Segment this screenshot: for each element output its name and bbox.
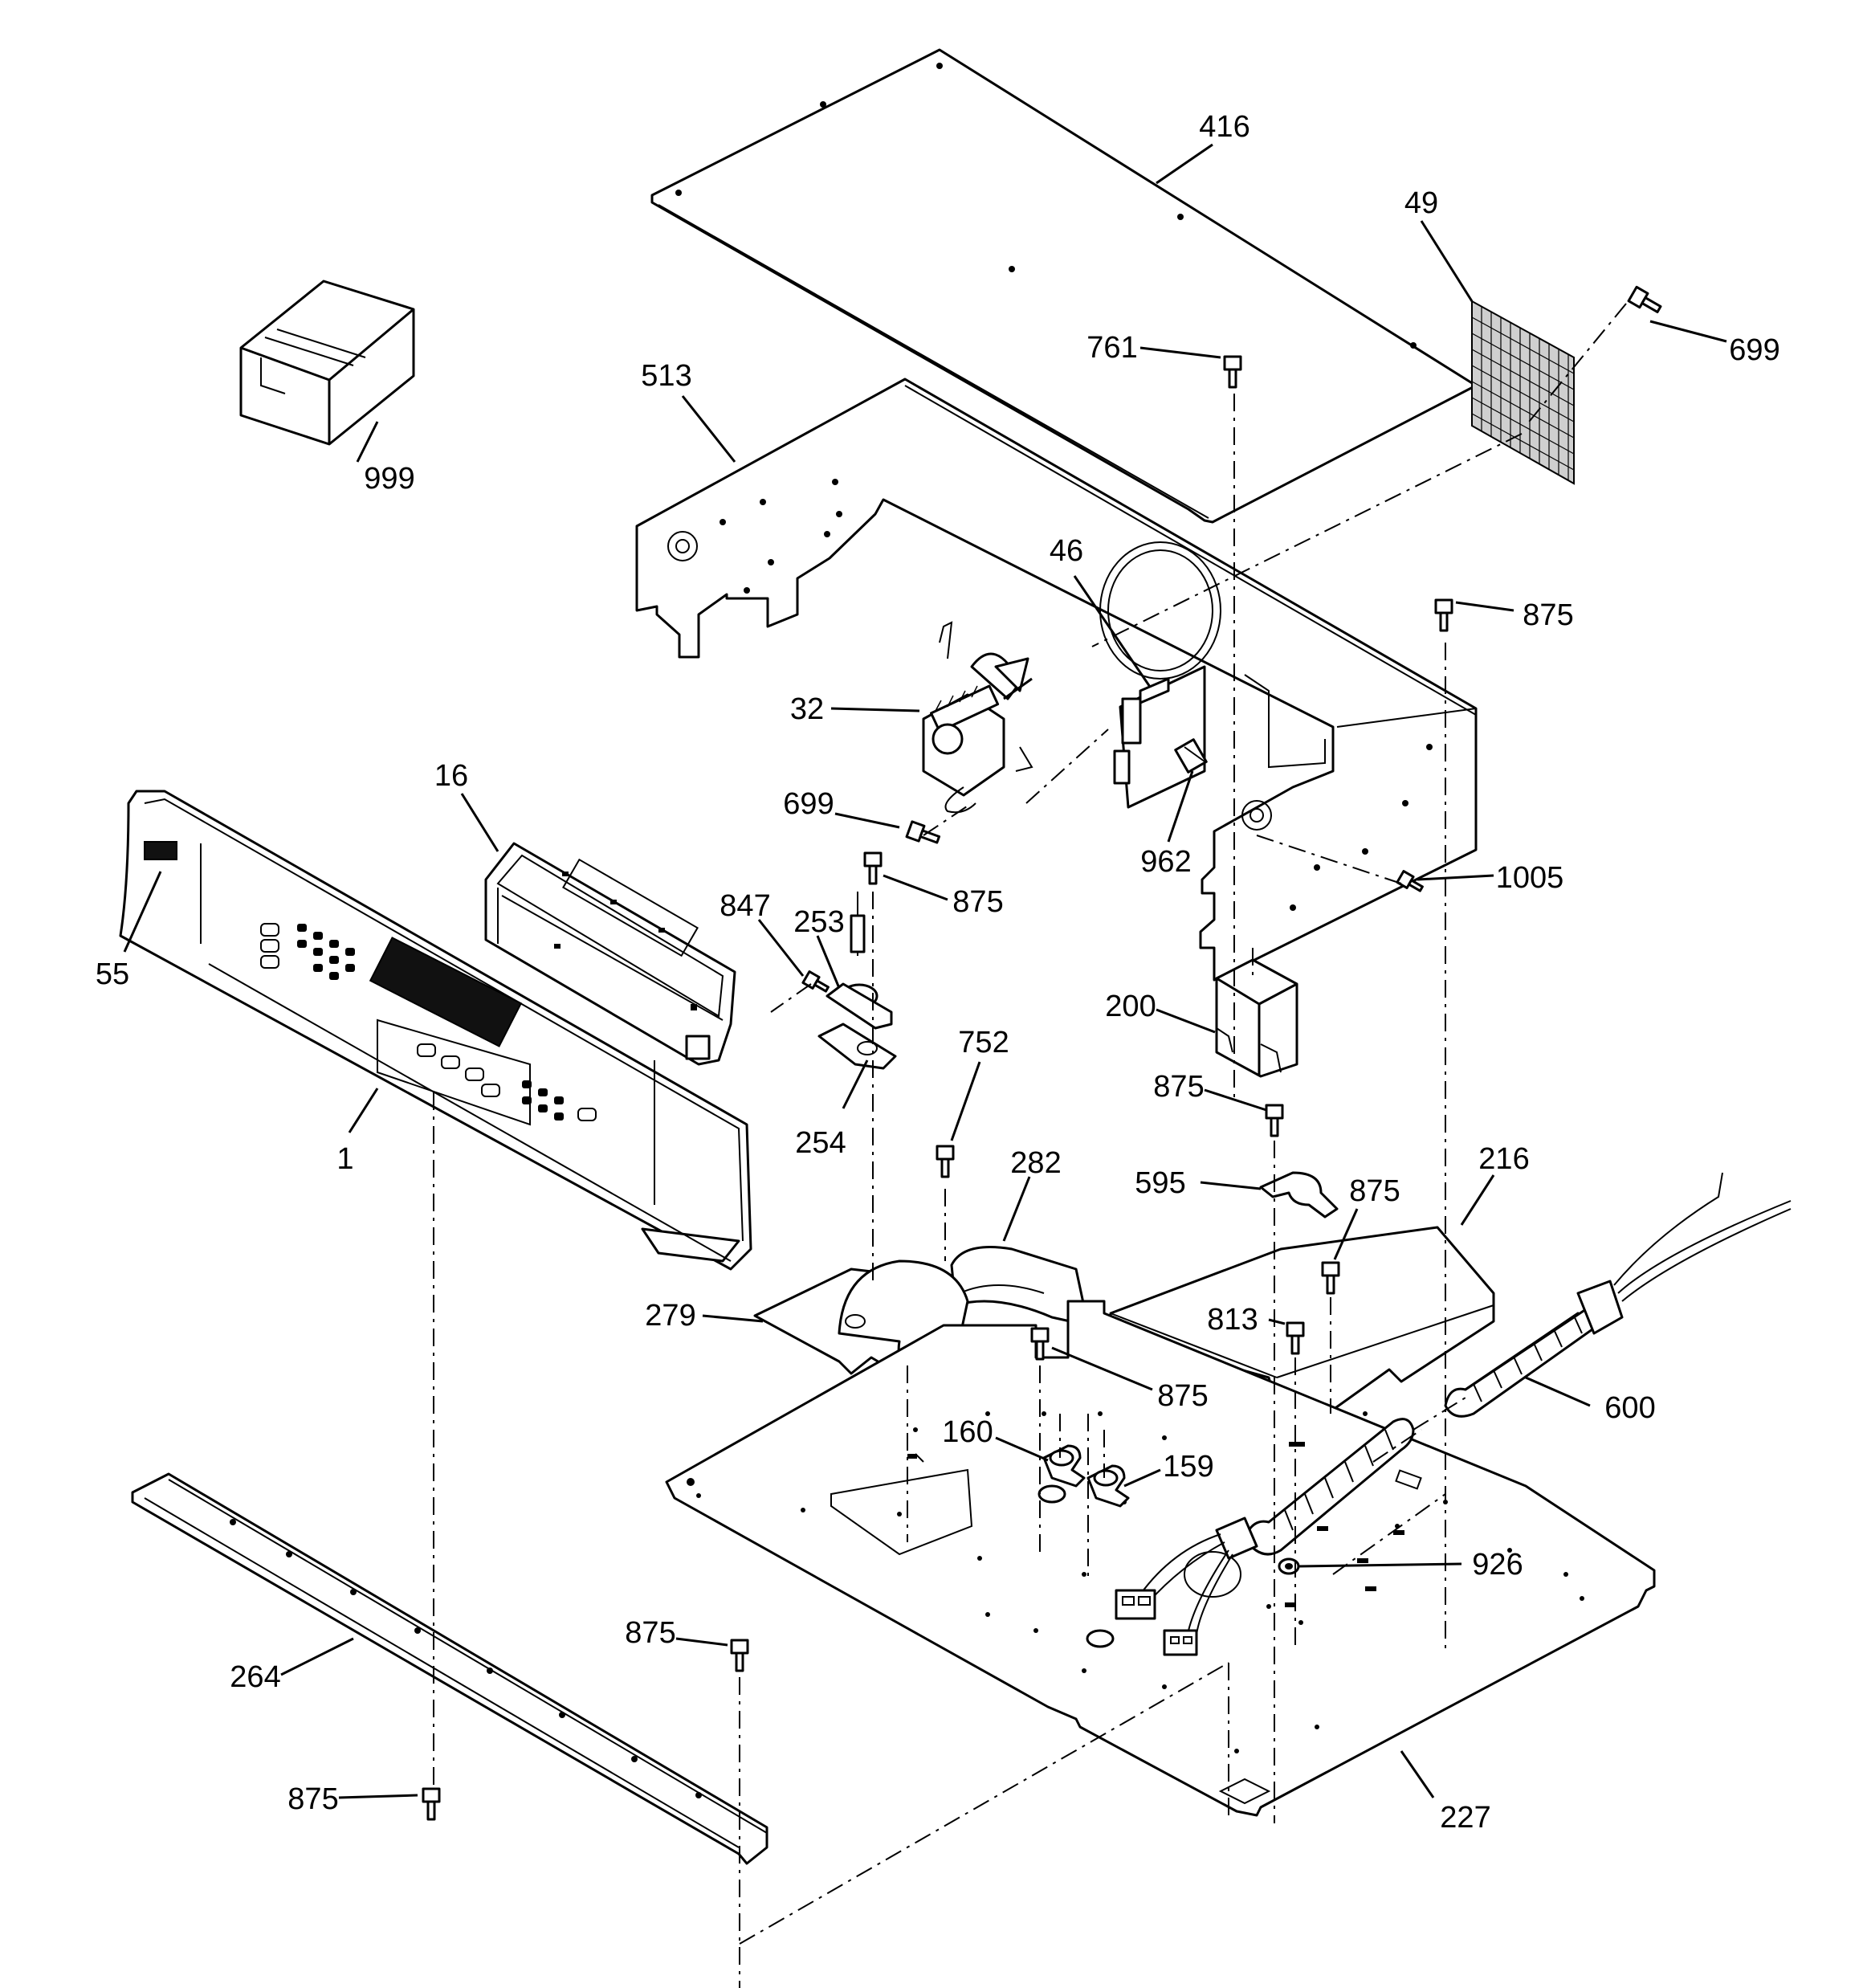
label-962: 962 [1140,845,1191,879]
label-227: 227 [1440,1801,1490,1835]
label-875-cover: 875 [1349,1174,1400,1208]
part-200-block [1215,958,1298,1078]
label-600: 600 [1604,1391,1655,1425]
screw-813 [1286,1321,1305,1355]
part-227-base-plate [665,1300,1656,1817]
part-49-mesh-screen [1471,300,1575,485]
screw-875-cover [1321,1261,1340,1295]
screws [422,285,1662,1821]
label-875-block: 875 [1153,1070,1204,1104]
screw-875-top [1434,598,1453,632]
part-254-bracket [817,982,897,1070]
label-875-base: 875 [1157,1379,1208,1413]
label-416: 416 [1199,110,1249,144]
label-264: 264 [230,1660,280,1694]
screw-761 [1223,355,1242,389]
screw-1005 [1396,870,1424,892]
label-699-mid: 699 [783,787,834,821]
part-999-box [239,280,415,446]
label-813: 813 [1207,1303,1258,1337]
label-875-bottom: 875 [287,1782,338,1816]
screw-875-block [1265,1104,1284,1137]
alignment-lines [433,303,1627,1988]
label-49: 49 [1404,186,1438,220]
label-159: 159 [1163,1450,1213,1484]
part-264-front-rail [131,1472,768,1865]
screw-875-base [1030,1327,1050,1361]
label-761: 761 [1086,331,1137,365]
part-416-top-panel [650,48,1478,524]
label-595: 595 [1135,1166,1185,1200]
label-46: 46 [1050,534,1083,568]
part-962-standoff [1174,738,1208,774]
part-600-conduit [1444,1172,1792,1418]
label-847: 847 [720,889,770,923]
label-999: 999 [364,462,414,496]
label-699-top: 699 [1729,333,1779,367]
label-200: 200 [1105,990,1156,1023]
screw-699-top [1627,285,1662,313]
label-216: 216 [1478,1142,1529,1176]
screw-875-mid [863,851,883,885]
part-513-housing [635,378,1478,982]
screw-847 [801,970,830,993]
label-55: 55 [96,957,129,991]
part-595-clamp [1259,1171,1339,1219]
part-1-control-panel [119,790,752,1271]
part-926-grommet [1278,1557,1300,1575]
part-32-fan-motor [922,621,1033,814]
part-160-thermostat [1042,1444,1086,1488]
label-752: 752 [958,1026,1009,1059]
label-926: 926 [1472,1548,1523,1582]
label-875-top: 875 [1523,598,1573,632]
label-16: 16 [434,759,468,793]
screw-875-bottom [422,1787,441,1821]
label-1: 1 [336,1142,353,1176]
label-513: 513 [641,359,691,393]
wire-harness [1115,1418,1415,1656]
part-159-thermostat [1086,1464,1130,1508]
label-279: 279 [645,1299,695,1333]
label-160: 160 [942,1415,993,1449]
part-282-duct [950,1246,1090,1327]
label-282: 282 [1010,1146,1061,1180]
part-46-control-board [1113,665,1206,809]
callout-labels: 416 49 699 999 513 761 875 46 32 962 100… [96,110,1780,1835]
label-253: 253 [793,905,844,939]
label-875-rail: 875 [625,1616,675,1650]
part-16-control-module [484,842,736,1066]
label-254: 254 [795,1126,846,1160]
screw-752 [936,1145,955,1178]
label-1005: 1005 [1496,861,1564,895]
leader-lines [123,143,1727,1799]
label-32: 32 [790,692,824,726]
label-875-mid: 875 [952,885,1003,919]
screw-875-rail [730,1639,749,1672]
